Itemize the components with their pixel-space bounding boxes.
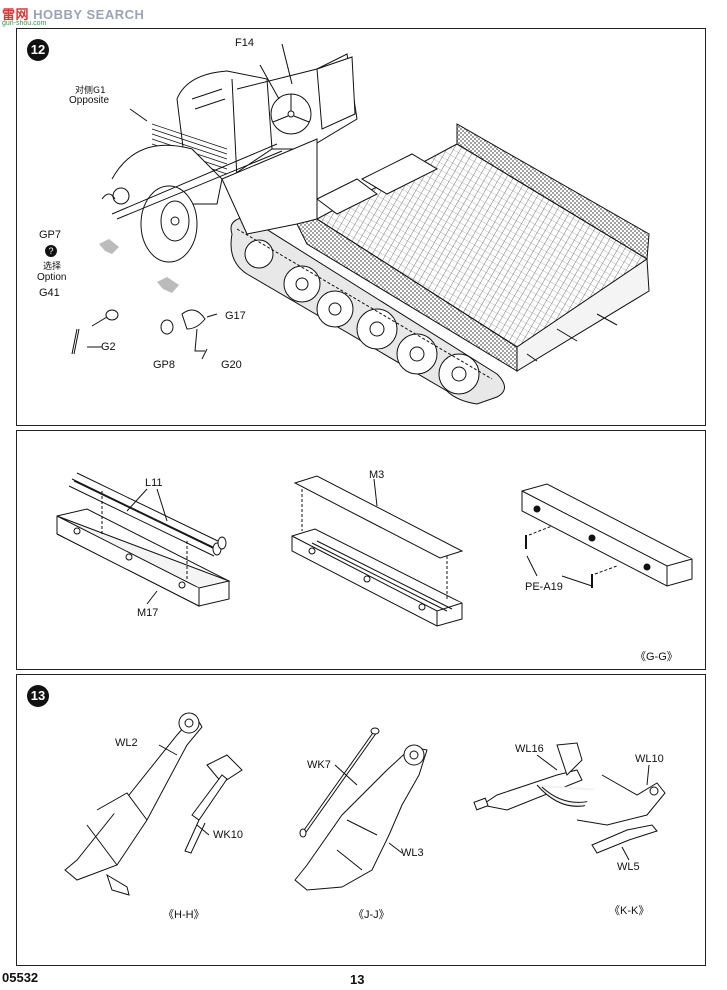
watermark-name: HOBBY SEARCH	[33, 7, 145, 22]
label-g41: G41	[39, 287, 60, 299]
label-m3: M3	[369, 469, 385, 481]
gun-mount-drawings	[64, 712, 666, 896]
label-g20: G20	[221, 359, 242, 371]
step-13-panel: 13	[16, 674, 706, 966]
view-label-hh: 《H-H》	[163, 909, 205, 921]
label-g1-cn: 对侧G1	[75, 86, 106, 96]
step-number-badge: 12	[27, 39, 49, 61]
view-label-kk: 《K-K》	[609, 905, 650, 917]
page-number: 13	[350, 972, 365, 987]
label-gp8: GP8	[153, 359, 176, 371]
watermark-logo: 雷网 HOBBY SEARCH	[2, 4, 144, 23]
label-g2: G2	[101, 341, 116, 353]
question-icon: ?	[45, 245, 57, 257]
label-option-cn: 选择	[43, 262, 62, 272]
step-number-badge: 13	[27, 685, 49, 707]
storage-box-drawings	[56, 472, 693, 627]
step-12-panel: 12	[16, 28, 706, 426]
view-label-jj: 《J-J》	[353, 909, 390, 921]
watermark-cn: 雷	[2, 7, 16, 22]
view-label-gg: 《G-G》	[635, 651, 678, 663]
label-wk7: WK7	[307, 759, 331, 771]
label-gp7: GP7	[39, 229, 62, 241]
label-wk10: WK10	[213, 829, 243, 841]
label-g1-opposite: Opposite	[69, 95, 110, 106]
halftrack-vehicle-drawing	[71, 43, 650, 405]
label-l11: L11	[145, 477, 163, 489]
label-wl10: WL10	[635, 753, 664, 765]
label-wl5: WL5	[617, 861, 640, 873]
label-f14: F14	[235, 37, 254, 49]
label-g17: G17	[225, 310, 246, 322]
label-wl2: WL2	[115, 737, 138, 749]
kit-number: 05532	[2, 970, 39, 985]
label-wl16: WL16	[515, 743, 544, 755]
label-m17: M17	[137, 607, 159, 619]
label-wl3: WL3	[401, 847, 424, 859]
label-pe-a19: PE-A19	[525, 581, 563, 593]
watermark-url: gun-shou.com	[2, 20, 47, 27]
label-option-en: Option	[37, 272, 67, 283]
watermark-brand-tail: 网	[15, 7, 30, 22]
subassembly-gg-panel: L11 M17 M3 PE-A19 《G-G》	[16, 430, 706, 670]
